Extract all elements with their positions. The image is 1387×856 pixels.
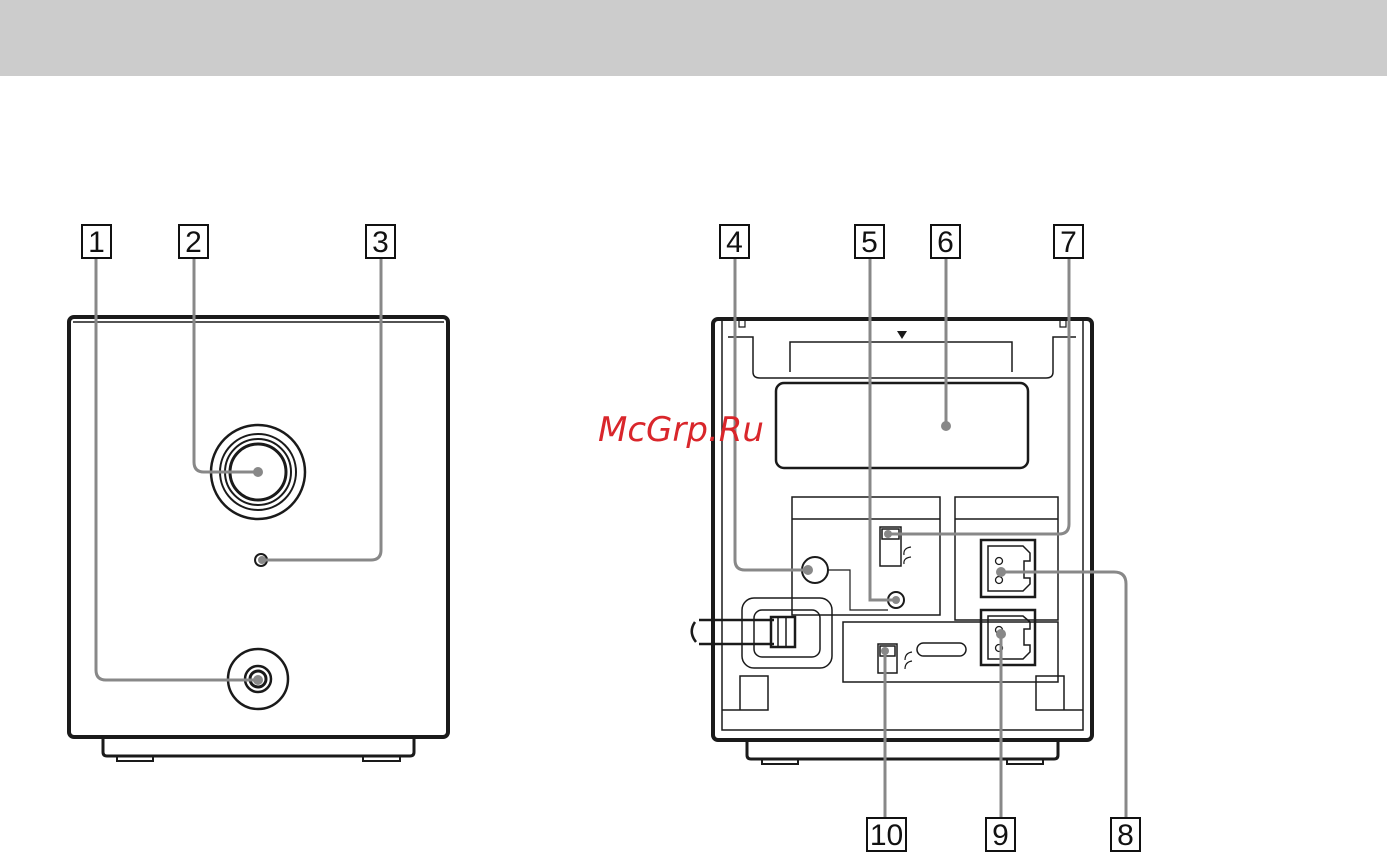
callout-9-label: 9	[992, 819, 1009, 852]
callout-8: 8	[1111, 818, 1140, 852]
dot-7	[884, 530, 892, 538]
dot-1	[253, 675, 263, 685]
dot-9	[996, 629, 1006, 639]
rear-base	[747, 740, 1058, 759]
dot-8	[996, 567, 1006, 577]
callout-9: 9	[986, 818, 1015, 852]
callout-4-label: 4	[726, 226, 743, 259]
rear-view	[692, 319, 1092, 764]
front-body	[69, 317, 448, 737]
callout-2-label: 2	[185, 226, 202, 259]
callout-5-label: 5	[861, 226, 878, 259]
callout-4: 4	[720, 225, 749, 259]
callout-6: 6	[931, 225, 960, 259]
front-view	[69, 317, 448, 761]
front-base	[103, 737, 414, 756]
callout-6-label: 6	[937, 226, 954, 259]
callout-10-label: 10	[870, 819, 903, 852]
callout-3-label: 3	[372, 226, 389, 259]
callout-1: 1	[82, 225, 111, 259]
dot-5	[892, 596, 900, 604]
watermark-text: McGrp.Ru	[598, 410, 764, 450]
dot-6	[941, 421, 951, 431]
callout-8-label: 8	[1117, 819, 1134, 852]
callout-2: 2	[179, 225, 208, 259]
dot-2	[253, 467, 263, 477]
dot-3	[258, 556, 266, 564]
callout-5: 5	[855, 225, 884, 259]
callout-3: 3	[366, 225, 395, 259]
dot-10	[881, 647, 889, 655]
dot-4	[803, 565, 813, 575]
callout-7-label: 7	[1060, 226, 1077, 259]
callout-10: 10	[867, 818, 906, 852]
callout-7: 7	[1054, 225, 1083, 259]
callout-1-label: 1	[88, 226, 105, 259]
